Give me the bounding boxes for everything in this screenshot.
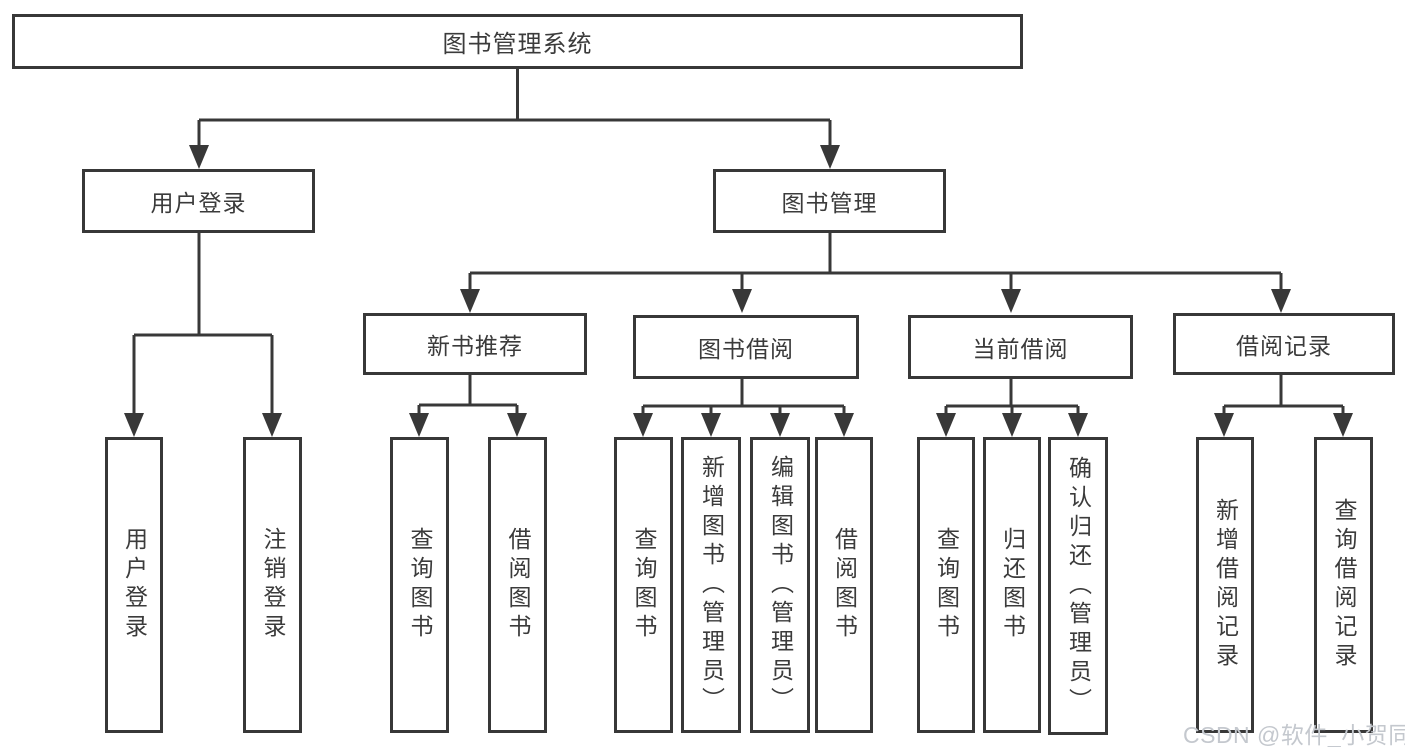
connector-book-management-children	[460, 232, 1291, 313]
node-current-borrow-label: 当前借阅	[972, 336, 1069, 362]
leaf-logout-label: 注销登录	[260, 527, 286, 643]
leaf-edit-book-admin: 编辑图书（管理员）	[750, 437, 810, 733]
leaf-add-borrow-record: 新增借阅记录	[1196, 437, 1254, 733]
connector-new-book-recommend-children	[409, 374, 527, 437]
node-book-management-label: 图书管理	[781, 190, 878, 216]
leaf-borrow-books-recommend-label: 借阅图书	[505, 527, 531, 643]
leaf-query-books-borrow-label: 查询图书	[631, 527, 657, 643]
leaf-query-books-recommend-label: 查询图书	[407, 527, 433, 643]
leaf-query-books-borrow: 查询图书	[614, 437, 673, 733]
leaf-return-book-label: 归还图书	[999, 527, 1026, 643]
node-root-label: 图书管理系统	[442, 31, 593, 58]
leaf-query-books-current: 查询图书	[917, 437, 975, 733]
leaf-return-book: 归还图书	[983, 437, 1041, 733]
leaf-user-login-label: 用户登录	[121, 527, 148, 643]
leaf-borrow-books-recommend: 借阅图书	[488, 437, 547, 733]
leaf-user-login: 用户登录	[105, 437, 163, 733]
node-book-borrow-label: 图书借阅	[698, 336, 794, 362]
connector-book-borrow-children	[633, 378, 854, 437]
connector-borrow-records-children	[1214, 374, 1353, 437]
leaf-borrow-books: 借阅图书	[815, 437, 873, 733]
leaf-edit-book-admin-label: 编辑图书（管理员）	[767, 454, 794, 716]
node-new-book-recommend-label: 新书推荐	[427, 333, 523, 359]
node-current-borrow: 当前借阅	[908, 315, 1133, 379]
node-book-borrow: 图书借阅	[633, 315, 859, 379]
leaf-logout: 注销登录	[243, 437, 302, 733]
csdn-watermark: CSDN @软件_小贺同学	[1183, 722, 1405, 747]
leaf-query-borrow-record: 查询借阅记录	[1314, 437, 1373, 733]
node-borrow-records-label: 借阅记录	[1236, 333, 1332, 359]
leaf-query-books-current-label: 查询图书	[933, 527, 960, 643]
leaf-add-book-admin: 新增图书（管理员）	[681, 437, 741, 733]
node-book-management: 图书管理	[713, 169, 946, 233]
node-user-login-label: 用户登录	[150, 190, 247, 216]
node-user-login: 用户登录	[82, 169, 315, 233]
node-borrow-records: 借阅记录	[1173, 313, 1395, 375]
leaf-borrow-books-label: 借阅图书	[831, 527, 858, 643]
leaf-query-borrow-record-label: 查询借阅记录	[1331, 498, 1357, 672]
leaf-add-borrow-record-label: 新增借阅记录	[1212, 498, 1239, 672]
node-root: 图书管理系统	[12, 14, 1023, 69]
node-new-book-recommend: 新书推荐	[363, 313, 587, 375]
connector-user-login-children	[124, 232, 282, 437]
leaf-confirm-return-admin-label: 确认归还（管理员）	[1065, 455, 1092, 717]
connector-root-to-level2	[189, 68, 840, 169]
leaf-query-books-recommend: 查询图书	[390, 437, 449, 733]
leaf-confirm-return-admin: 确认归还（管理员）	[1048, 437, 1108, 735]
connector-current-borrow-children	[936, 378, 1088, 437]
leaf-add-book-admin-label: 新增图书（管理员）	[698, 454, 725, 716]
